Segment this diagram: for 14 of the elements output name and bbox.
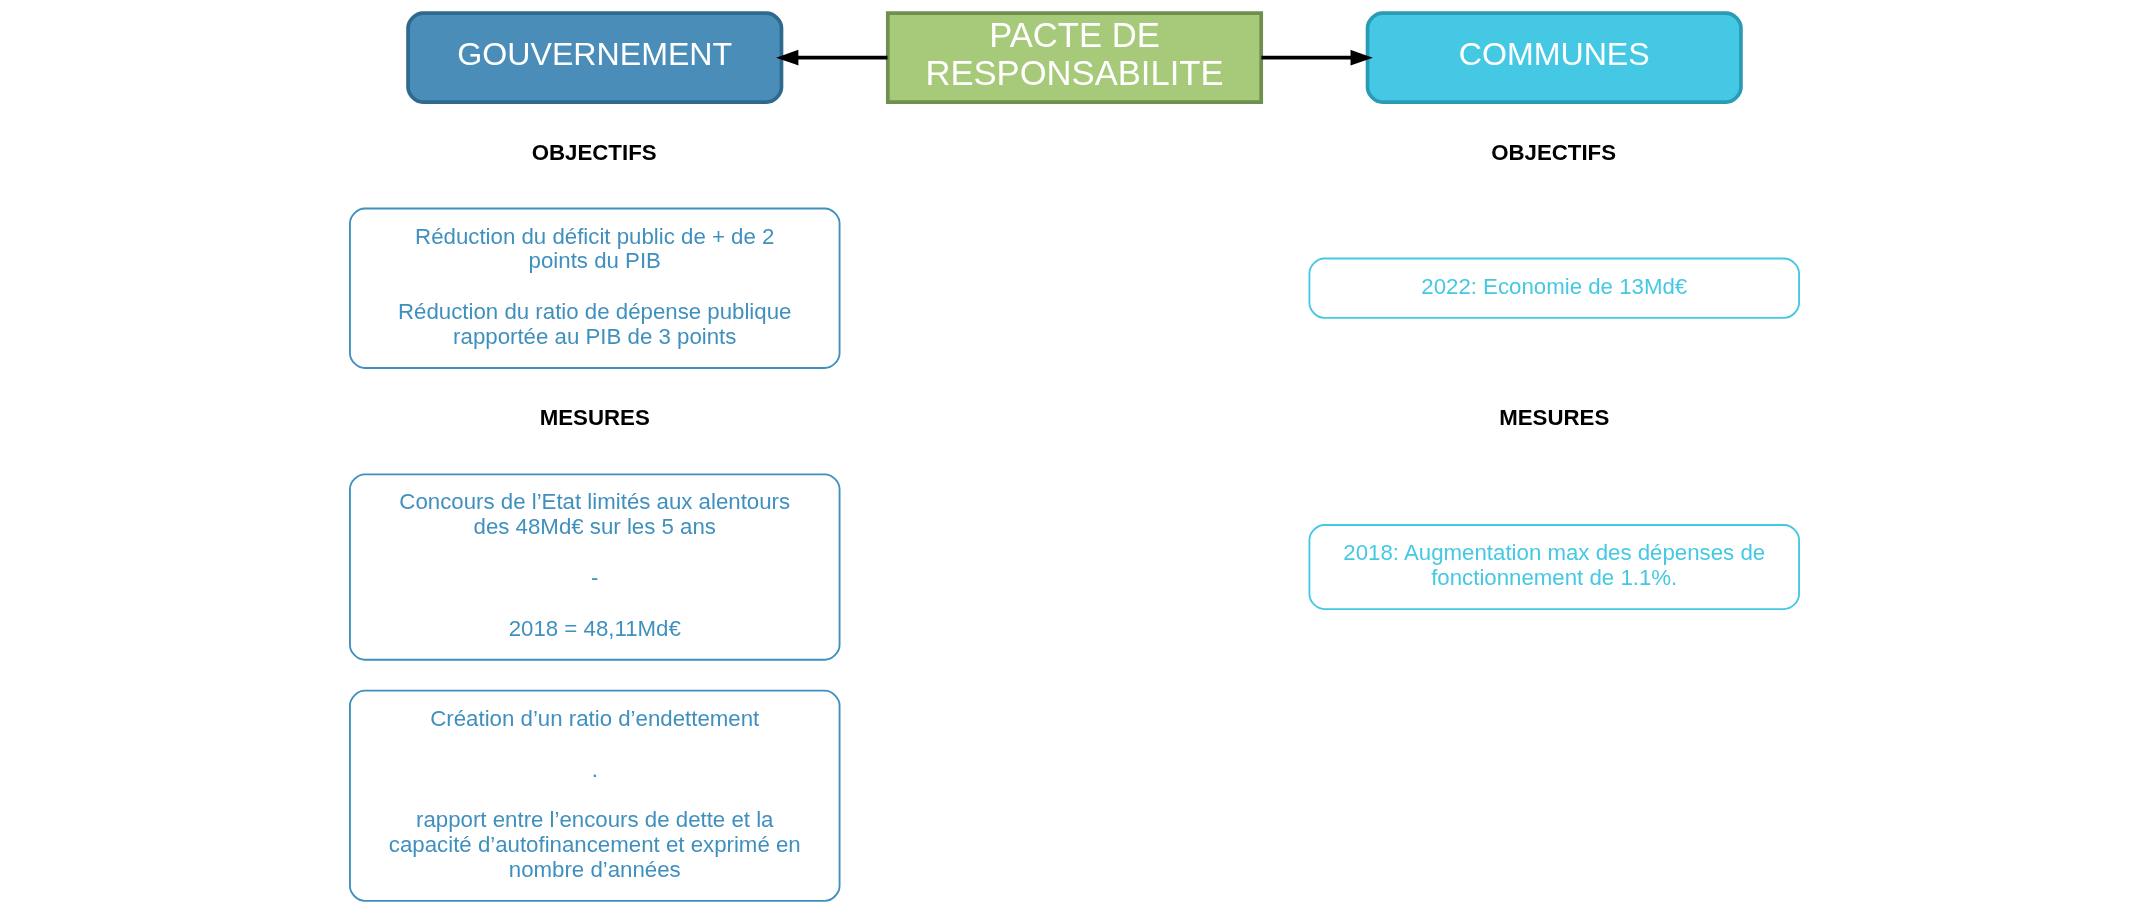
node-box: PACTE DE RESPONSABILITE (885, 11, 1264, 104)
arrow (1261, 49, 1373, 66)
node-box: GOUVERNEMENT (406, 11, 784, 104)
node-box: 2018: Augmentation max des dépenses de fonctionnement de 1.1%. (1308, 524, 1800, 610)
label: MESURES (539, 405, 650, 431)
arrow (776, 49, 888, 66)
node-box: Création d’un ratio d’endettement . rapport entre l’encours de dette et la capacité d’autofinancement et exprimé en nombre d’années (349, 689, 841, 902)
label: OBJECTIFS (1491, 139, 1617, 165)
node-box: COMMUNES (1365, 11, 1743, 104)
node-box: Réduction du déficit public de + de 2 points du PIB Réduction du ratio de dépense publique rapportée au PIB de 3 points (349, 207, 841, 369)
label: MESURES (1499, 405, 1610, 431)
node-box: Concours de l’Etat limités aux alentours des 48Md€ sur les 5 ans - 2018 = 48,11Md€ (349, 473, 841, 661)
label: OBJECTIFS (531, 139, 657, 165)
node-box: 2022: Economie de 13Md€ (1308, 257, 1800, 319)
